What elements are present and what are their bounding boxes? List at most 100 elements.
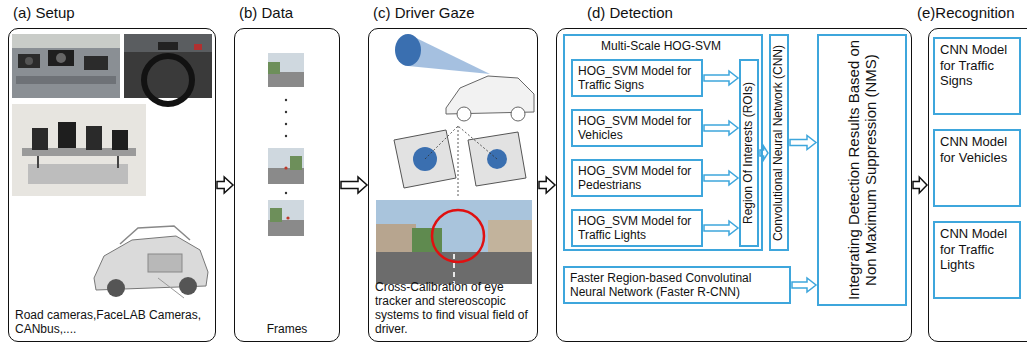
stage-panel: (a) SetupRoad cameras,FaceLAB Cameras, C… [8,28,216,342]
gaze-cone [395,34,490,74]
frame [268,53,304,87]
calibration-planes [394,126,526,196]
process-box: HOG_SVM Model for Traffic Signs [571,59,703,97]
box-label: CNN Model for Vehicles [935,131,1019,168]
process-box: HOG_SVM Model for Pedestrians [571,159,703,197]
frame-part [286,216,289,219]
frame-part [268,200,304,236]
box-label: CNN Model for Traffic Lights [935,223,1019,276]
roof-rig-photo-part [117,156,119,168]
camera-photo-part [84,56,108,70]
roof-rig-photo-part [58,122,76,148]
camera-photo-part [48,50,74,66]
roof-rig-photo-part [37,156,39,168]
ellipsis-dots-part [285,123,287,125]
frame-part [268,62,280,74]
frame [268,148,304,184]
camera-photo-part [12,34,120,48]
flow-arrow [792,278,816,292]
roof-rig-photo-part [28,164,128,184]
flow-arrow [704,121,738,135]
vertical-label: Convolutional Neural Network (CNN) [772,39,786,246]
flow-arrow [913,177,927,193]
flow-arrow [790,136,816,150]
street-photo-part [488,220,532,254]
car-cutaway [94,226,208,298]
dashboard-photo-part [124,34,212,52]
box-label: CNN Model for Traffic Signs [935,39,1019,92]
box-label: Faster Region-based Convolutinal Neural … [565,268,789,303]
panel-caption: Cross-Calibration of eye tracker and ste… [375,280,531,336]
vertical-box: Convolutional Neural Network (CNN) [769,34,789,251]
box-label: HOG_SVM Model for Vehicles [573,111,701,146]
process-box: CNN Model for Traffic Lights [933,221,1021,299]
panel-caption: Frames [241,322,333,336]
camera-photo-part [16,76,116,84]
car-outline [446,76,534,121]
roof-rig-photo-part [32,128,48,150]
stage-panel: (c) Driver GazeCross-Calibration of eye … [368,28,538,342]
stage-panel: (d) DetectionMulti-Scale HOG-SVMHOG_SVM … [556,28,912,342]
camera-photo-part [12,34,120,98]
ellipsis-dots-part [285,99,287,101]
car-outline-part [457,107,471,121]
panel-heading: (d) Detection [587,4,673,22]
gaze-illustration [376,34,534,284]
gaze-cone-part [395,34,421,66]
box-label: HOG_SVM Model for Traffic Lights [573,211,701,246]
flow-arrow [539,177,555,193]
camera-photo [12,34,120,98]
dashboard-photo-part [194,44,202,50]
calibration-planes-part [458,126,497,159]
process-box: CNN Model for Vehicles [933,129,1021,207]
vertical-label: Region Of Interests (ROIs) [742,64,756,242]
process-box: Faster Region-based Convolutinal Neural … [563,266,791,304]
group-title: Multi-Scale HOG-SVM [601,39,721,53]
roof-rig-photo-part [12,104,146,196]
dashboard-photo-part [144,56,192,104]
car-cutaway-part [179,277,197,295]
dashboard-photo-part [158,42,178,50]
box-label: HOG_SVM Model for Pedestrians [573,161,701,196]
panel-heading: (b) Data [239,4,293,22]
frame-part [268,220,304,236]
camera-photo-part [18,54,40,68]
vertical-box: Region Of Interests (ROIs) [739,59,759,247]
roof-rig-photo-part [86,126,102,150]
ellipsis-dots-part [285,111,287,113]
stage-panel: (e)RecognitionCNN Model for Traffic Sign… [928,28,1027,342]
calibration-planes-part [425,126,458,159]
vertical-box: Integrating Detection Results Based on N… [817,34,907,306]
stage-panel: (b) DataFrames [234,28,340,342]
flow-arrow [704,221,738,235]
street-photo-part [453,254,455,284]
frame-part [284,166,287,169]
car-cutaway-part [120,226,190,244]
frame-part [290,156,302,170]
frame-thumbnails [268,53,304,236]
roof-rig-photo [12,104,146,196]
ellipsis-dots-part [285,192,287,194]
panel-heading: (a) Setup [13,4,75,22]
box-label: HOG_SVM Model for Traffic Signs [573,61,701,96]
process-box: HOG_SVM Model for Vehicles [571,109,703,147]
frame-part [268,53,304,87]
panel-heading: (c) Driver Gaze [373,4,475,22]
street-photo-part [432,210,484,262]
car-cutaway-part [158,278,184,298]
panel-caption: Road cameras,FaceLAB Cameras, CANbus,...… [15,308,209,336]
dashboard-photo [124,34,212,104]
street-photo-part [412,228,442,252]
frame-part [270,208,282,222]
flow-arrow [704,71,738,85]
flow-arrow [704,171,738,185]
frame-part [268,148,304,184]
flow-arrow [217,177,233,193]
ellipsis-dots-part [285,135,287,137]
process-box: CNN Model for Traffic Signs [933,37,1021,115]
roof-rig-photo-part [112,130,128,150]
camera-photo-part [25,57,33,65]
dashboard-photo-part [124,34,212,98]
